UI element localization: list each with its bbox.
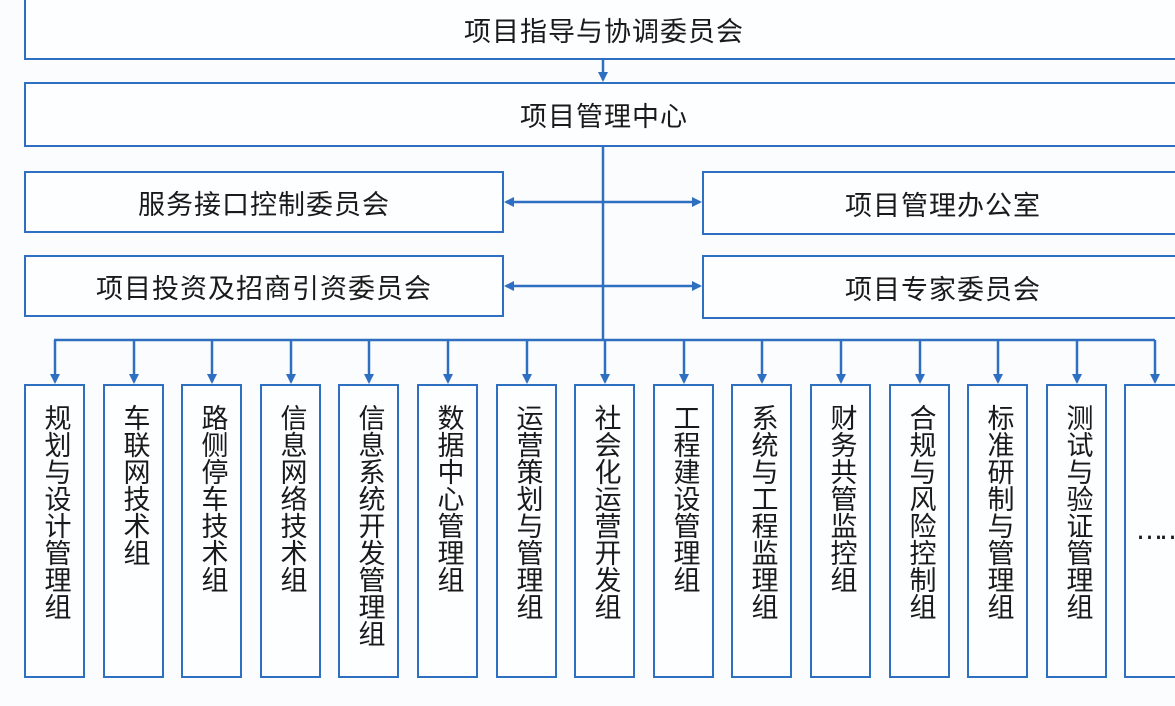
project-management-center-label: 项目管理中心 (520, 102, 688, 133)
group-label: 数据中心管理组 (432, 404, 464, 593)
group-box: 运营策划与管理组 (496, 384, 557, 678)
group-box: 工程建设管理组 (653, 384, 714, 678)
group-label: 合规与风险控制组 (904, 404, 936, 620)
group-box: 信息系统开发管理组 (338, 384, 399, 678)
service-interface-committee-box: 服务接口控制委员会 (24, 171, 504, 233)
group-label: 信息网络技术组 (275, 404, 307, 593)
expert-committee-box: 项目专家委员会 (702, 255, 1175, 319)
group-label: 信息系统开发管理组 (353, 404, 385, 647)
group-box: 合规与风险控制组 (889, 384, 950, 678)
group-label: 测试与验证管理组 (1061, 404, 1093, 620)
group-label: 车联网技术组 (118, 404, 150, 566)
group-box: 规划与设计管理组 (24, 384, 85, 678)
group-box: 系统与工程监理组 (731, 384, 792, 678)
group-label: 运营策划与管理组 (511, 404, 543, 620)
group-box: 数据中心管理组 (417, 384, 478, 678)
service-interface-committee-label: 服务接口控制委员会 (138, 189, 390, 221)
group-label: 规划与设计管理组 (39, 404, 71, 620)
project-management-office-box: 项目管理办公室 (702, 171, 1175, 235)
group-box: 信息网络技术组 (260, 384, 321, 678)
investment-committee-box: 项目投资及招商引资委员会 (24, 255, 504, 317)
group-box: 测试与验证管理组 (1046, 384, 1107, 678)
group-box: 财务共管监控组 (810, 384, 871, 678)
group-more-box: …… (1124, 384, 1175, 678)
group-box: 车联网技术组 (103, 384, 164, 678)
group-label: 标准研制与管理组 (982, 404, 1014, 620)
top-committee-box: 项目指导与协调委员会 (24, 0, 1175, 60)
group-box: 路侧停车技术组 (181, 384, 242, 678)
group-label: 财务共管监控组 (825, 404, 857, 593)
group-more-label: …… (1136, 515, 1175, 546)
project-management-office-label: 项目管理办公室 (845, 190, 1041, 222)
group-label: 社会化运营开发组 (589, 404, 621, 620)
top-committee-label: 项目指导与协调委员会 (464, 16, 744, 48)
group-label: 路侧停车技术组 (196, 404, 228, 593)
group-box: 标准研制与管理组 (967, 384, 1028, 678)
investment-committee-label: 项目投资及招商引资委员会 (96, 273, 432, 305)
expert-committee-label: 项目专家委员会 (845, 274, 1041, 306)
group-label: 工程建设管理组 (668, 404, 700, 593)
group-label: 系统与工程监理组 (746, 404, 778, 620)
project-management-center-box: 项目管理中心 (24, 82, 1175, 147)
group-box: 社会化运营开发组 (574, 384, 635, 678)
